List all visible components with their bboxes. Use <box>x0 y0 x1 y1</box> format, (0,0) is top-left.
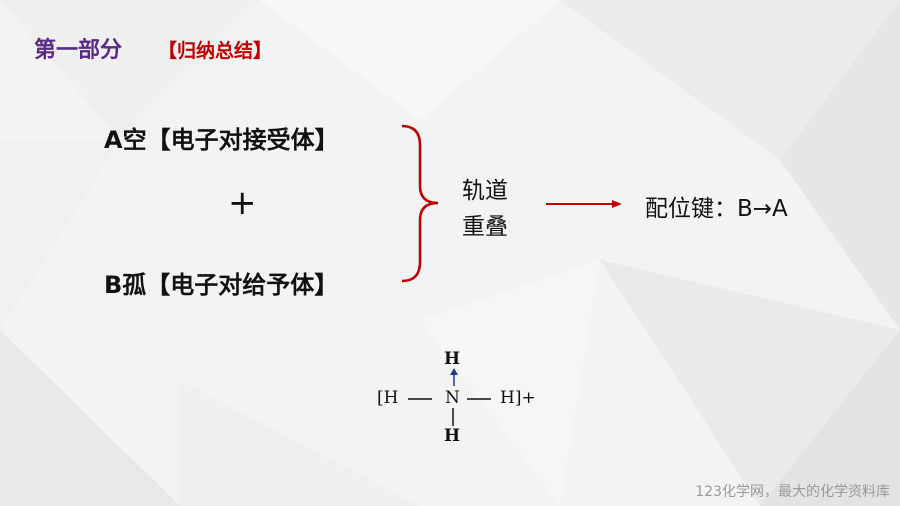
watermark: 123化学网，最大的化学资料库 <box>695 484 890 500</box>
ammonium-bottom-h: H <box>444 426 461 446</box>
coordinate-bond-label: 配位键：B→A <box>645 196 788 222</box>
acceptor-label: A空【电子对接受体】 <box>104 126 339 154</box>
section-tag: 【归纳总结】 <box>158 40 273 62</box>
orbital-overlap-label: 轨道 重叠 <box>462 173 508 245</box>
plus-sign: + <box>228 183 257 223</box>
orbital-line-1: 轨道 <box>462 178 508 204</box>
ammonium-nitrogen: N <box>445 388 460 408</box>
right-arrow <box>546 200 622 208</box>
orbital-line-2: 重叠 <box>462 214 508 240</box>
ammonium-right-h: H]+ <box>500 388 536 408</box>
ammonium-top-h: H <box>444 349 461 369</box>
ammonium-left-h: [H <box>377 388 399 408</box>
donor-label: B孤【电子对给予体】 <box>104 271 339 299</box>
ammonium-bonds <box>408 368 491 426</box>
section-title: 第一部分 <box>34 38 123 63</box>
curly-brace <box>401 124 439 283</box>
